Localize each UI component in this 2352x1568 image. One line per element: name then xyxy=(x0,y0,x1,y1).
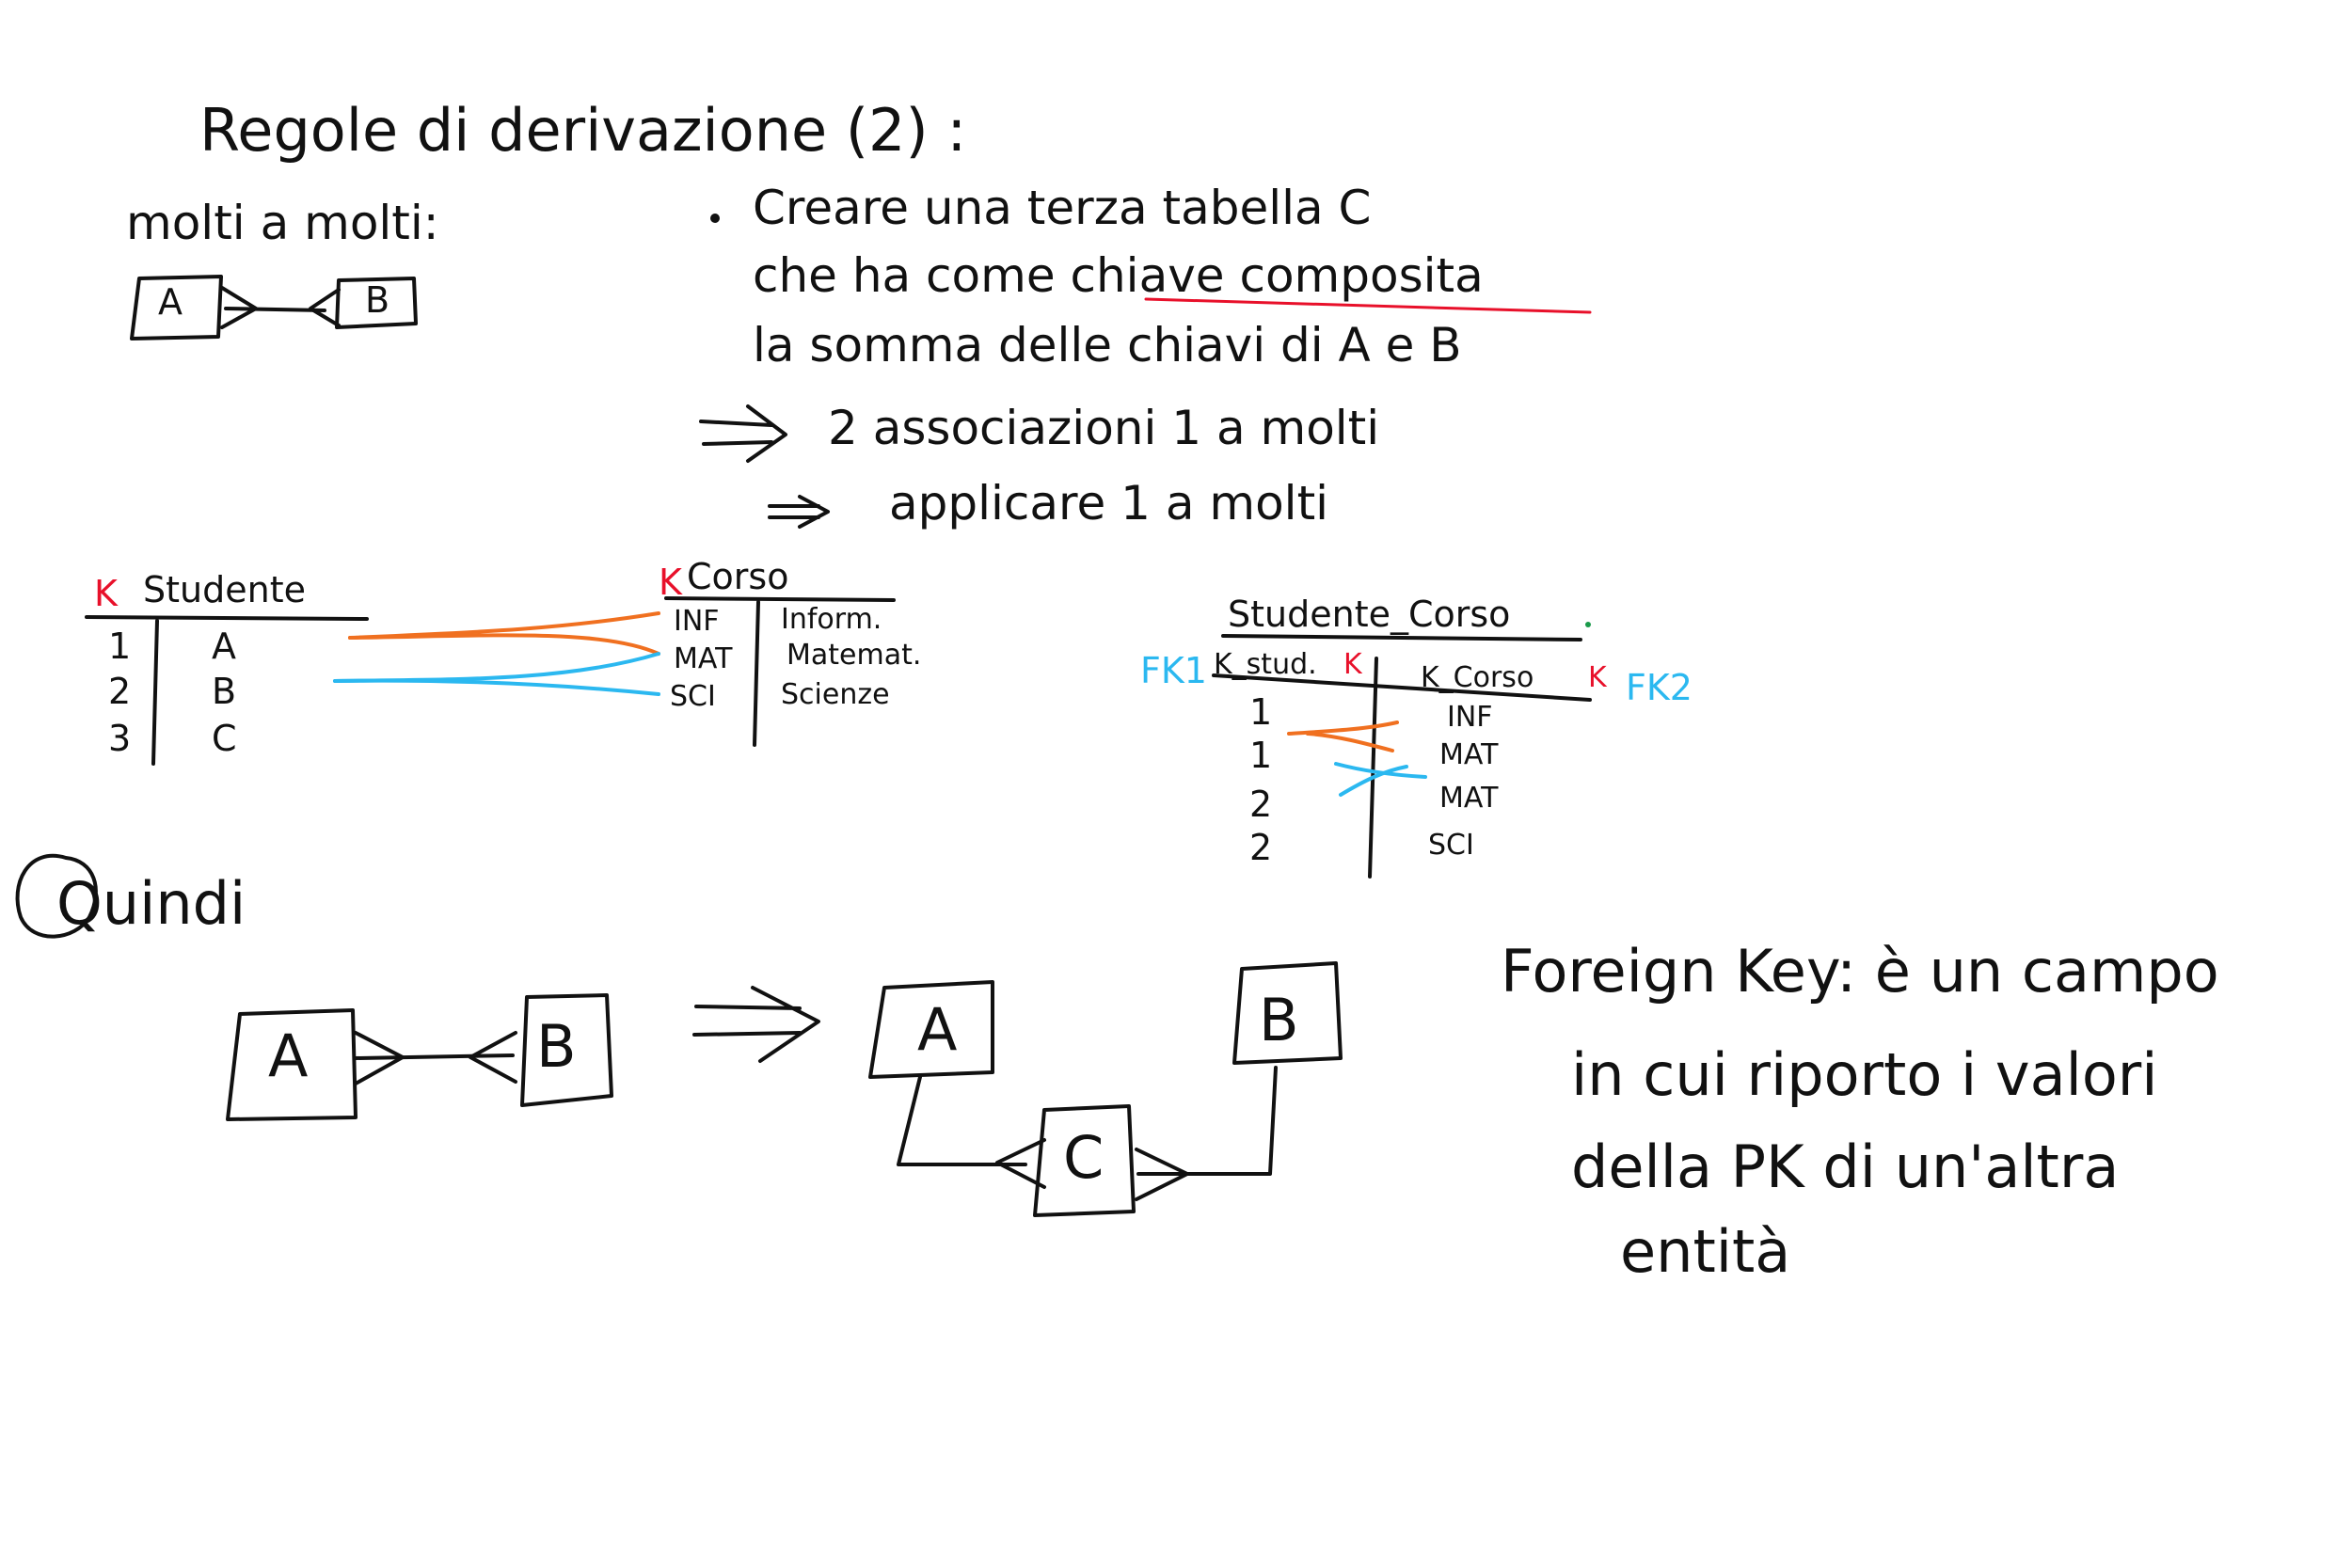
foreign-key-line-2: in cui riporto i valori xyxy=(1571,1040,2158,1109)
join-link-2-mat xyxy=(1334,762,1427,779)
quindi-circle xyxy=(15,854,98,939)
fk1-label: FK1 xyxy=(1140,650,1207,691)
page-title: Regole di derivazione (2) : xyxy=(199,96,967,165)
fk2-label: FK2 xyxy=(1626,667,1692,708)
studente-row-2-key: 2 xyxy=(108,671,132,712)
bottom-crowfoot-a xyxy=(354,1031,405,1085)
bottom-relationship-line xyxy=(354,1053,515,1060)
bullet-line-1: Creare una terza tabella C xyxy=(753,181,1372,235)
join-title-underline xyxy=(1221,634,1582,641)
join-row-1-stud: 1 xyxy=(1249,691,1273,733)
implication-line-1: 2 associazioni 1 a molti xyxy=(828,401,1380,455)
corso-table-title: Corso xyxy=(687,556,789,597)
bottom-entity-b-box xyxy=(520,993,613,1107)
corso-row-2-key: MAT xyxy=(674,642,733,675)
corso-row-1-value: Inform. xyxy=(781,603,882,636)
studente-table-title: Studente xyxy=(143,569,306,610)
bottom-entity-a-label: A xyxy=(268,1022,309,1090)
corso-row-3-key: SCI xyxy=(670,680,716,713)
join-row-3-corso: MAT xyxy=(1439,782,1499,815)
many-to-many-label: molti a molti: xyxy=(126,196,439,250)
implies-arrow-1 xyxy=(699,404,787,463)
corso-key-marker: K xyxy=(659,562,682,603)
implication-line-2: applicare 1 a molti xyxy=(889,476,1329,531)
bottom-entity-a-box xyxy=(226,1008,358,1121)
studente-column-divider xyxy=(151,619,159,766)
small-entity-b-label: B xyxy=(365,279,390,321)
small-entity-b-box xyxy=(335,277,418,329)
link-studente2-mat xyxy=(333,652,660,683)
join-table-title: Studente_Corso xyxy=(1228,594,1511,635)
join-col-2-key-marker: K xyxy=(1588,661,1607,694)
join-link-1-mat xyxy=(1306,732,1394,752)
bullet-line-3: la somma delle chiavi di A e B xyxy=(753,318,1462,372)
result-entity-c-label: C xyxy=(1063,1123,1104,1192)
result-crowfoot-c-left xyxy=(995,1138,1046,1189)
corso-column-divider xyxy=(753,600,760,747)
join-header-line xyxy=(1212,673,1592,702)
bottom-entity-b-label: B xyxy=(536,1012,577,1081)
result-entity-a-box xyxy=(868,980,994,1079)
small-crowfoot-a xyxy=(220,286,258,329)
join-col-1-key-marker: K xyxy=(1343,648,1362,681)
corso-row-1-key: INF xyxy=(674,605,720,638)
studente-key-marker: K xyxy=(94,573,118,614)
result-entity-b-label: B xyxy=(1259,986,1299,1054)
small-entity-a-box xyxy=(130,275,223,341)
foreign-key-line-4: entità xyxy=(1620,1217,1791,1286)
corso-row-2-value: Matemat. xyxy=(787,639,922,672)
join-col-2-header: K_Corso xyxy=(1421,661,1534,694)
studente-header-line xyxy=(85,615,369,621)
result-line-c-b xyxy=(1136,1066,1278,1176)
join-column-divider xyxy=(1368,657,1378,879)
join-row-3-stud: 2 xyxy=(1249,784,1273,825)
link-studente2-sci xyxy=(333,678,660,696)
studente-row-1-key: 1 xyxy=(108,626,132,667)
studente-row-3-key: 3 xyxy=(108,718,132,759)
join-col-1-header: K_stud. xyxy=(1214,648,1317,681)
bullet-line-2: che ha come chiave composita xyxy=(753,248,1484,303)
result-entity-c-box xyxy=(1033,1104,1136,1217)
join-row-2-corso: MAT xyxy=(1439,738,1499,771)
join-link-2-mat-b xyxy=(1339,765,1408,797)
result-crowfoot-c-right xyxy=(1135,1148,1189,1201)
result-entity-a-label: A xyxy=(917,995,958,1064)
join-row-1-corso: INF xyxy=(1447,701,1493,734)
studente-row-3-value: C xyxy=(212,718,237,759)
result-entity-b-box xyxy=(1232,961,1343,1065)
small-entity-a-label: A xyxy=(158,281,183,323)
underline-chiave-composita xyxy=(1144,297,1592,314)
link-studente1-mat xyxy=(348,633,660,656)
green-dot xyxy=(1585,622,1591,627)
join-row-4-stud: 2 xyxy=(1249,827,1273,868)
result-line-a-c xyxy=(897,1075,1027,1166)
foreign-key-line-3: della PK di un'altra xyxy=(1571,1132,2120,1201)
join-row-4-corso: SCI xyxy=(1428,829,1474,862)
studente-row-2-value: B xyxy=(212,671,237,712)
join-link-1-inf xyxy=(1287,721,1399,736)
studente-row-1-value: A xyxy=(212,626,236,667)
foreign-key-line-1: Foreign Key: è un campo xyxy=(1501,937,2219,1006)
corso-header-line xyxy=(664,596,896,602)
small-relationship-line xyxy=(224,307,326,312)
small-crowfoot-b xyxy=(309,288,341,327)
bottom-crowfoot-b xyxy=(469,1031,517,1084)
quindi-label: Quindi xyxy=(56,869,246,938)
corso-row-3-value: Scienze xyxy=(781,678,890,711)
join-row-2-stud: 1 xyxy=(1249,735,1273,776)
implies-arrow-3 xyxy=(692,986,820,1063)
implies-arrow-2 xyxy=(768,495,830,529)
bullet-dot xyxy=(710,214,720,223)
